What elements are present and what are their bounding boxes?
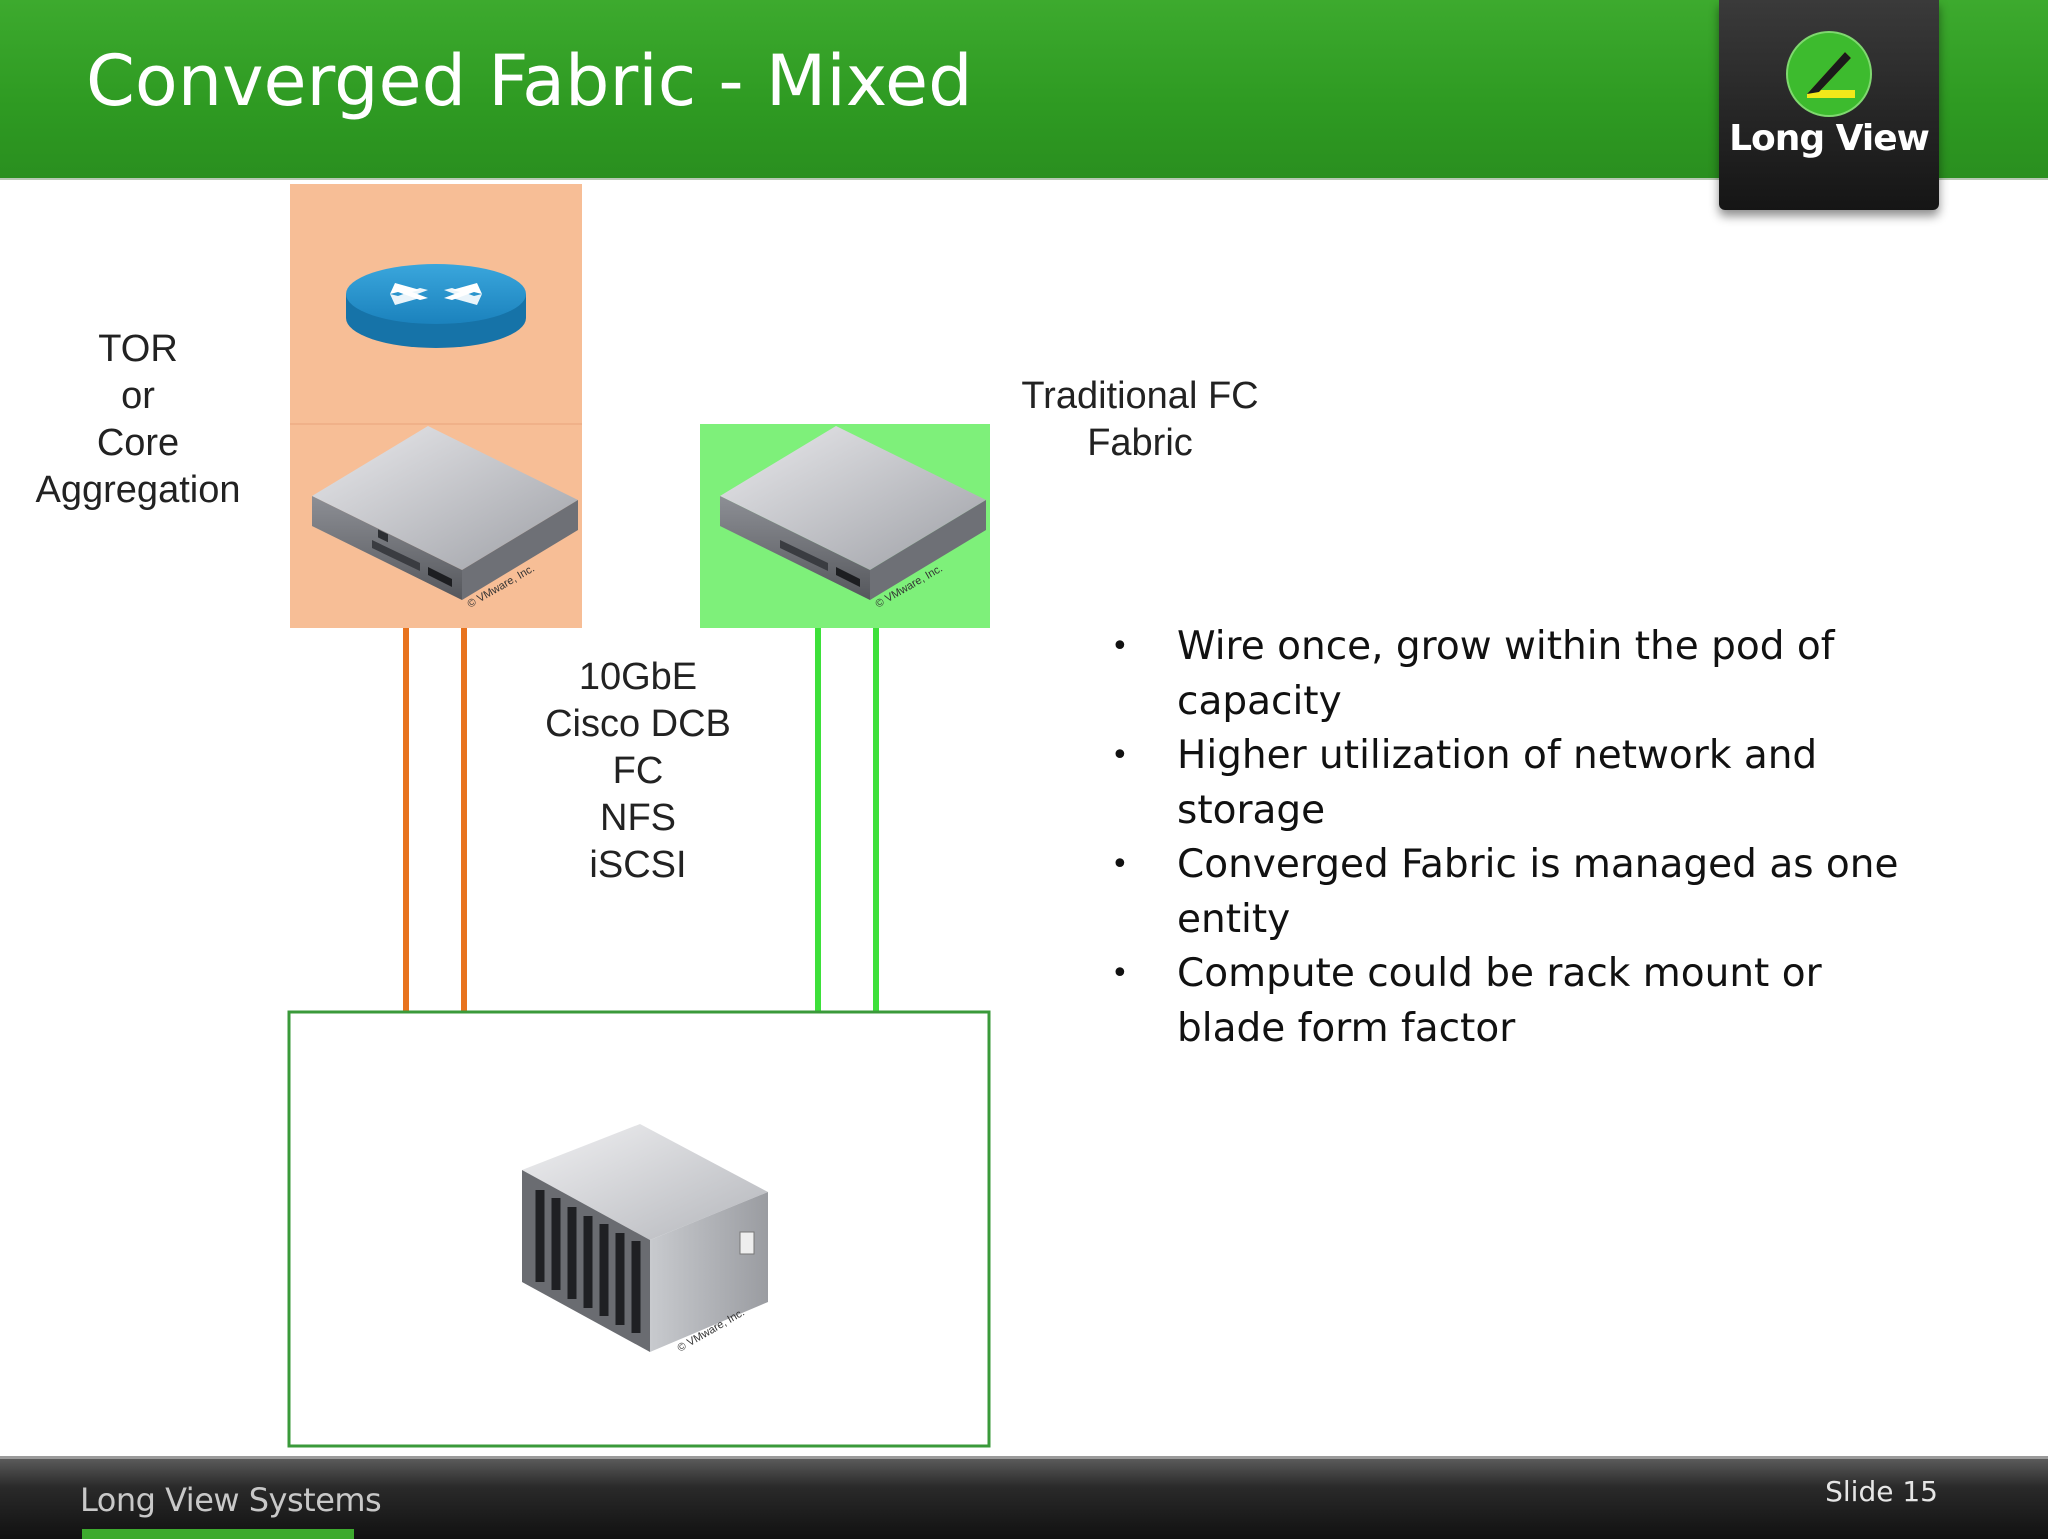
bullet-text: Compute could be rack mount or blade for… <box>1177 951 1822 1051</box>
bullet-list: • Wire once, grow within the pod of capac… <box>1110 620 1910 1056</box>
traditional-fc-label-line: Traditional FC <box>1021 375 1259 417</box>
slide-title: Converged Fabric - Mixed <box>86 40 973 122</box>
tor-core-label-line: or <box>121 375 155 417</box>
link-protocol-line: FC <box>612 750 664 792</box>
bullet-text: Wire once, grow within the pod of capaci… <box>1177 624 1835 724</box>
logo-text: Long View <box>1729 118 1930 159</box>
link-protocol-line: 10GbE <box>578 656 698 698</box>
long-view-logo: Long View <box>1719 0 1939 210</box>
link-protocol-line: iSCSI <box>589 844 687 886</box>
bullet-dot: • <box>1111 738 1129 773</box>
slide-header: Converged Fabric - Mixed Long View <box>0 0 2048 210</box>
bullet-item: • Converged Fabric is managed as one enti… <box>1110 838 1910 947</box>
tor-core-label: TOR or Core Aggregation <box>28 326 248 514</box>
bullet-item: • Compute could be rack mount or blade fo… <box>1110 947 1910 1056</box>
traditional-fc-label: Traditional FC Fabric <box>1000 373 1280 467</box>
router-icon <box>346 264 526 348</box>
bullet-text: Higher utilization of network and storag… <box>1177 733 1818 833</box>
link-protocol-line: NFS <box>600 797 676 839</box>
traditional-fc-label-line: Fabric <box>1087 422 1193 464</box>
bullet-dot: • <box>1111 629 1129 664</box>
bullet-dot: • <box>1111 847 1129 882</box>
tor-switch-icon: © VMware, Inc. <box>312 426 578 611</box>
bullet-dot: • <box>1111 956 1129 991</box>
slide-number: Slide 15 <box>1825 1475 1938 1508</box>
footer-accent-bar <box>82 1529 354 1539</box>
green-links <box>815 628 879 1012</box>
link-protocol-line: Cisco DCB <box>545 703 731 745</box>
footer-brand: Long View Systems <box>80 1481 382 1519</box>
bullet-text: Converged Fabric is managed as one entit… <box>1177 842 1899 942</box>
long-view-logo-icon <box>1786 31 1872 117</box>
tor-core-label-line: Aggregation <box>35 469 241 511</box>
slide-footer: Long View Systems Slide 15 <box>0 1456 2048 1539</box>
link-protocols-label: 10GbE Cisco DCB FC NFS iSCSI <box>518 654 758 889</box>
blade-chassis-icon: © VMware, Inc. <box>522 1124 768 1355</box>
bullet-item: • Wire once, grow within the pod of capac… <box>1110 620 1910 729</box>
bullet-item: • Higher utilization of network and stora… <box>1110 729 1910 838</box>
tor-core-label-line: Core <box>96 422 180 464</box>
tor-core-label-line: TOR <box>98 328 178 370</box>
orange-links <box>403 628 467 1012</box>
